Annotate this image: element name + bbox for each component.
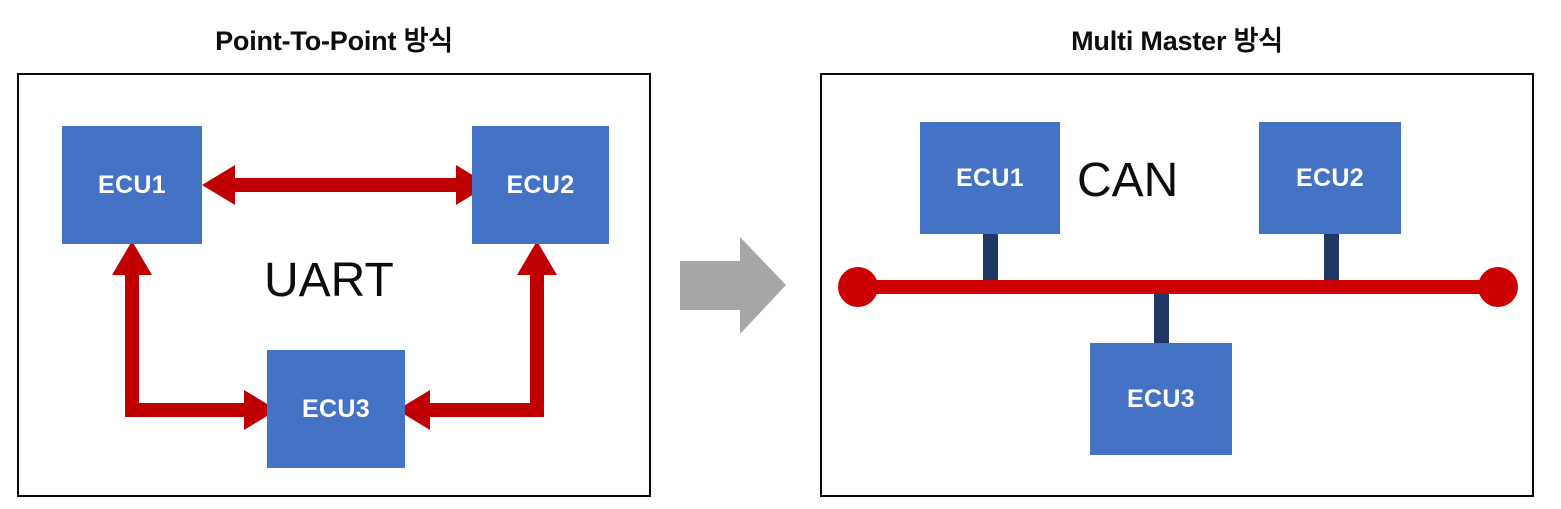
ecu-label: ECU2 xyxy=(506,170,575,199)
ecu-node-ecu1-p2p[interactable]: ECU1 xyxy=(62,126,202,244)
arrow-ecu3-ecu1 xyxy=(112,241,277,430)
bus-stub-ecu2 xyxy=(1324,230,1339,292)
bus-stub-ecu3 xyxy=(1154,287,1169,349)
ecu-label: ECU3 xyxy=(302,394,370,423)
ecu-label: ECU2 xyxy=(1296,163,1364,192)
arrow-ecu3-ecu2 xyxy=(397,241,557,430)
ecu-node-ecu3-p2p[interactable]: ECU3 xyxy=(267,350,405,468)
ecu-label: ECU1 xyxy=(956,163,1024,192)
ecu-node-ecu2-p2p[interactable]: ECU2 xyxy=(472,126,609,244)
uart-protocol-label: UART xyxy=(264,254,394,307)
ecu-label: ECU1 xyxy=(98,170,166,199)
bus-terminator-left xyxy=(838,267,878,307)
point-to-point-title: Point-To-Point 방식 xyxy=(215,26,453,56)
multi-master-title: Multi Master 방식 xyxy=(1071,26,1283,56)
can-protocol-label: CAN xyxy=(1077,154,1179,207)
point-to-point-panel: ECU1 ECU2 ECU3 UART xyxy=(17,73,651,497)
arrow-ecu1-ecu2 xyxy=(202,165,489,205)
right-block-arrow-icon xyxy=(680,237,786,334)
ecu-node-ecu1-can[interactable]: ECU1 xyxy=(920,122,1060,234)
ecu-label: ECU3 xyxy=(1127,384,1195,413)
can-bus-line xyxy=(848,280,1508,294)
bus-stub-ecu1 xyxy=(983,230,998,292)
ecu-node-ecu2-can[interactable]: ECU2 xyxy=(1259,122,1401,234)
multi-master-panel: ECU1 ECU2 ECU3 CAN xyxy=(820,73,1534,497)
ecu-node-ecu3-can[interactable]: ECU3 xyxy=(1090,343,1232,455)
bus-terminator-right xyxy=(1478,267,1518,307)
